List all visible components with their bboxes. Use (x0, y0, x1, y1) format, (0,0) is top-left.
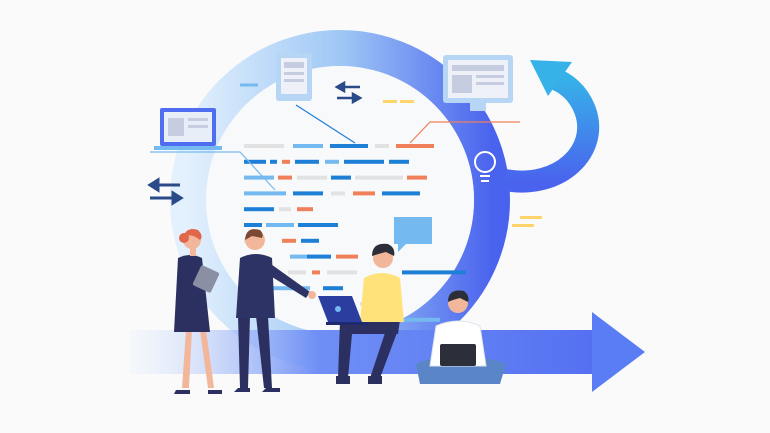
code-line-segment (270, 286, 310, 291)
code-line-segment (312, 270, 320, 275)
code-line-segment (297, 175, 327, 180)
code-line-segment (278, 175, 292, 180)
code-line-segment (244, 191, 286, 196)
code-line-segment (301, 238, 319, 243)
code-line-segment (382, 191, 420, 196)
code-line-segment (244, 207, 274, 212)
code-line-segment (331, 175, 351, 180)
code-line-segment (244, 175, 274, 180)
cycle-arrow-icon (503, 60, 600, 193)
person-man-sitting-laptop (318, 243, 404, 384)
code-line-segment (375, 144, 389, 148)
code-line-segment (327, 270, 357, 275)
lightbulb-icon (474, 151, 496, 182)
code-line-segment (298, 223, 338, 227)
code-line-segment (244, 223, 262, 227)
code-line-segment (407, 175, 427, 180)
connector-lines (150, 83, 520, 191)
code-line-segment (288, 270, 306, 275)
monitor-icon (443, 55, 513, 111)
code-line-segment (293, 144, 323, 148)
code-line-segment (396, 144, 434, 148)
swap-arrows-small-icon (334, 80, 363, 105)
laptop-icon (154, 108, 222, 150)
swap-arrows-icon (147, 177, 184, 206)
sticky-notes (383, 100, 542, 227)
code-line-segment (331, 191, 345, 196)
code-line-segment (330, 144, 368, 148)
code-line-segment (355, 175, 403, 180)
code-line-segment (404, 317, 440, 322)
code-line-segment (353, 191, 375, 196)
code-line-segment (295, 159, 319, 164)
code-line-segment (270, 159, 277, 164)
code-line-segment (244, 144, 284, 148)
code-line-segment (279, 207, 291, 212)
code-line-segment (389, 159, 409, 164)
code-line-segment (402, 270, 466, 275)
code-line-segment (266, 223, 294, 227)
code-line-segment (297, 207, 313, 212)
code-line-segment (293, 191, 323, 196)
code-line-segment (282, 159, 290, 164)
code-line-segment (325, 159, 339, 164)
code-line-segment (244, 159, 266, 164)
person-man-cross-legged (416, 290, 506, 384)
code-line-segment (323, 286, 343, 291)
code-line-segment (336, 254, 358, 259)
speech-bubble-icon (394, 217, 432, 252)
code-line-segment (307, 254, 331, 259)
code-line-segment (282, 238, 296, 243)
code-line-segment (344, 159, 384, 164)
person-man-standing (234, 229, 316, 392)
code-line-segment (290, 254, 310, 259)
tablet-icon (276, 53, 312, 101)
person-woman-tablet (174, 229, 222, 394)
